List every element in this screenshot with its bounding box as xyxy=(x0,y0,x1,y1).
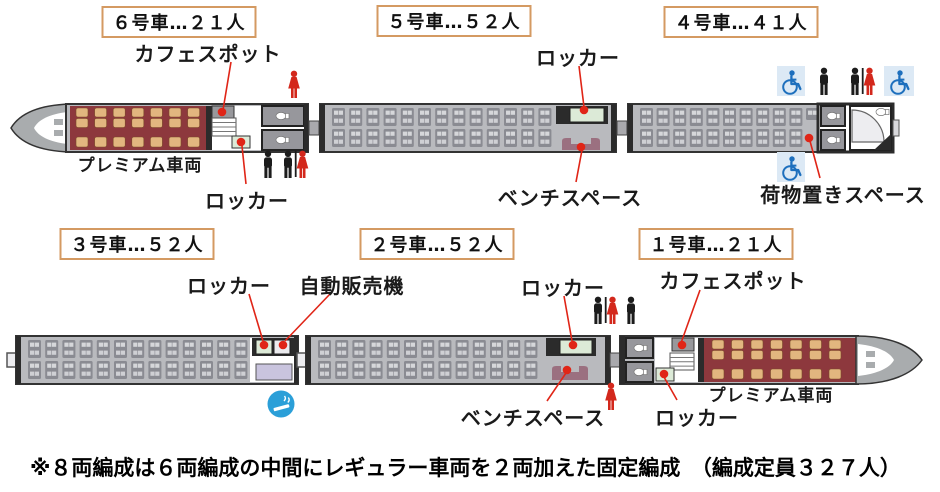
car4-accessible-toilet xyxy=(849,105,892,151)
car1-stairs xyxy=(669,352,695,371)
car5-body xyxy=(319,103,628,153)
car1-label: １号車…２１人 xyxy=(638,228,794,260)
car3-vending-label: 自動販売機 xyxy=(299,274,405,298)
car3-smoking-room xyxy=(255,363,293,381)
car6-body xyxy=(10,103,320,153)
smoking-icon xyxy=(267,390,295,418)
man-icon xyxy=(264,150,272,178)
coupler xyxy=(892,119,900,137)
women-restroom-icon xyxy=(605,382,617,410)
annotation-markers xyxy=(217,105,814,379)
car5-locker-label: ロッカー xyxy=(536,46,620,70)
car1-premium-label: プレミアム車両 xyxy=(708,386,834,406)
man-icon xyxy=(627,296,635,324)
restroom-icons-car6 xyxy=(264,150,309,178)
coupler xyxy=(308,120,320,136)
car2-body xyxy=(296,335,621,385)
man-icon xyxy=(820,67,828,95)
car3-label: ３号車…５２人 xyxy=(59,228,215,260)
car5-label: ５号車…５２人 xyxy=(376,5,532,37)
car4-luggage-label: 荷物置きスペース xyxy=(760,183,926,207)
restroom-icons-car2 xyxy=(594,296,635,324)
car1-locker-label: ロッカー xyxy=(655,406,739,430)
car2-label: ２号車…５２人 xyxy=(359,228,515,260)
women-restroom-icon xyxy=(288,70,300,98)
car6-locker-label: ロッカー xyxy=(205,189,289,213)
man-icon xyxy=(851,67,859,95)
car2-locker-label: ロッカー xyxy=(521,276,605,300)
car4-bottom-wheelchair xyxy=(777,152,805,182)
car1-cafe-label: カフェスポット xyxy=(659,269,807,293)
coupler xyxy=(616,120,628,136)
car5-bench-label: ベンチスペース xyxy=(497,186,643,210)
car6-cafe-label: カフェスポット xyxy=(134,42,282,66)
car6-premium-label: プレミアム車両 xyxy=(77,156,203,176)
car3-locker-label: ロッカー xyxy=(187,274,271,298)
footer-note: ※８両編成は６両編成の中間にレギュラー車両を２両加えた固定編成 （編成定員３２７… xyxy=(30,456,901,480)
car4-label: ４号車…４１人 xyxy=(663,6,819,38)
car6-label: ６号車…２１人 xyxy=(101,6,257,38)
car4-toilet-block xyxy=(816,102,895,154)
car3-body xyxy=(6,335,299,385)
coupler xyxy=(609,352,621,368)
car4-top-icons xyxy=(777,66,914,96)
woman-icon xyxy=(606,296,619,324)
man-icon xyxy=(284,150,292,178)
woman-icon xyxy=(863,67,876,95)
car6-stairs xyxy=(211,117,237,137)
annotation-leader-lines xyxy=(222,61,821,402)
car1-toilets xyxy=(625,337,654,383)
car6-toilets xyxy=(261,105,305,151)
woman-icon xyxy=(296,150,309,178)
car1-body xyxy=(619,335,923,385)
car4-body xyxy=(627,102,900,154)
car2-bench-label: ベンチスペース xyxy=(460,406,606,430)
